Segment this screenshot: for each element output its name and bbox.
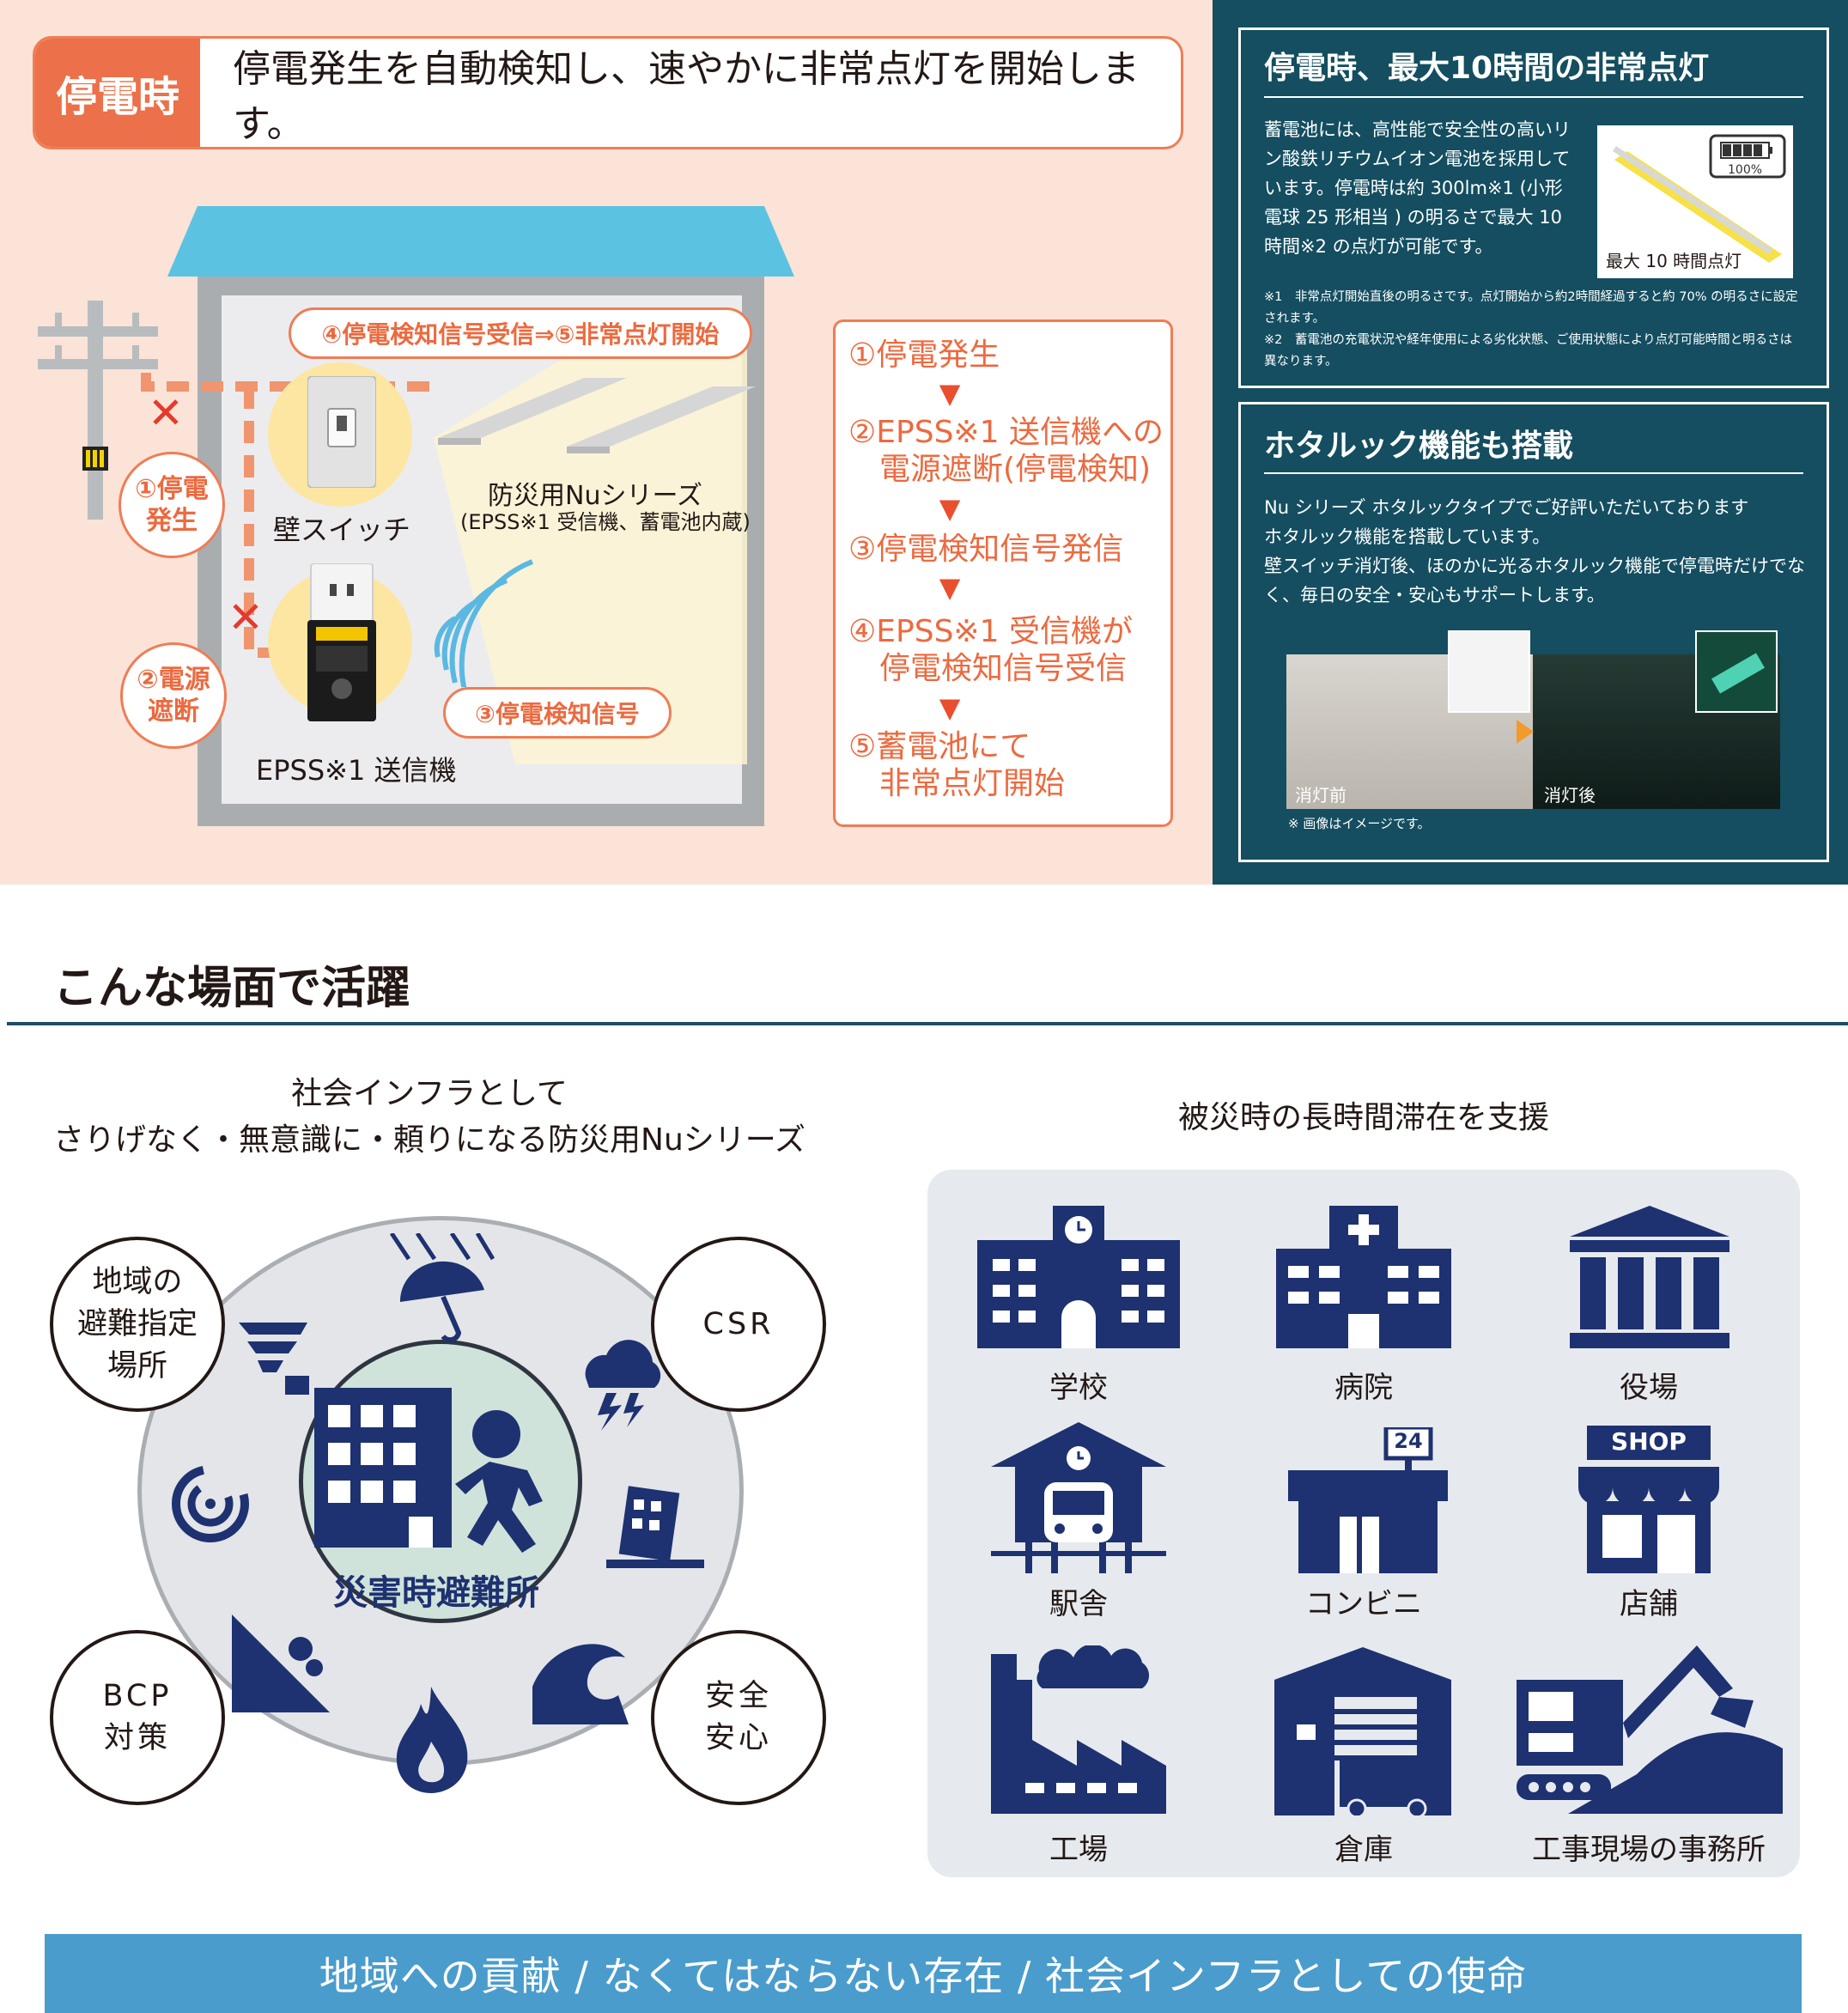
outage-description: 停電発生を自動検知し、速やかに非常点灯を開始します。 xyxy=(233,47,1140,146)
hospital-icon xyxy=(1276,1206,1451,1348)
image-caption: 最大 10 時間点灯 xyxy=(1606,251,1742,271)
epss-transmitter-icon xyxy=(307,563,376,721)
tsunami-icon xyxy=(532,1644,629,1724)
evacuation-site-circle: 地域の 避難指定 場所 xyxy=(50,1237,225,1412)
left-caption: さりげなく・無意識に・頼りになる防災用Nuシリーズ xyxy=(53,1122,805,1158)
flow-step: ④EPSS※1 受信機が 停電検知信号受信 xyxy=(848,614,1133,687)
warehouse-icon xyxy=(1274,1647,1451,1815)
emergency-light-icon xyxy=(1613,134,1786,263)
flow-step: ①停電発生 xyxy=(848,338,1000,373)
section-title: こんな場面で活躍 xyxy=(53,963,411,1014)
cut-x-icon: ✕ xyxy=(228,593,264,642)
utility-pole-icon xyxy=(38,301,158,520)
product-subtitle: (EPSS※1 受信機、蓄電池内蔵) xyxy=(460,510,751,534)
mission-banner: 地域への貢献 / なくてはならない存在 / 社会インフラとしての使命 xyxy=(45,1934,1802,2013)
signal-wave-icon xyxy=(434,559,534,687)
flow-step: ②EPSS※1 送信機への 電源遮断(停電検知) xyxy=(848,415,1164,488)
image-note: ※ 画像はイメージです。 xyxy=(1288,816,1431,831)
emergency-light-image: 100% 最大 10 時間点灯 xyxy=(1597,125,1793,278)
glow-inset-image xyxy=(1695,630,1778,713)
school-icon xyxy=(977,1206,1180,1348)
hotaluck-box xyxy=(1238,402,1829,862)
battery-level: 100% xyxy=(1728,163,1763,177)
flow-step: ⑤蓄電池にて 非常点灯開始 xyxy=(848,729,1066,802)
section-rule xyxy=(7,1022,1848,1025)
flow-arrow-icon: ▼ xyxy=(939,571,961,604)
emergency-lighting-box xyxy=(1238,27,1829,388)
cut-x-icon: ✕ xyxy=(148,388,184,438)
landslide-icon xyxy=(232,1615,330,1712)
facility-label: 駅舎 xyxy=(1049,1587,1108,1621)
facility-label: 店舗 xyxy=(1620,1587,1678,1621)
emergency-title: 停電時、最大10時間の非常点灯 xyxy=(1264,51,1710,86)
building-icon xyxy=(314,1388,452,1548)
product-name: 防災用Nuシリーズ xyxy=(488,481,702,511)
emergency-body: 蓄電池には、高性能で安全性の高いリン酸鉄リチウムイオン電池を採用しています。停電… xyxy=(1264,119,1571,258)
city-hall-icon xyxy=(1570,1206,1729,1348)
typhoon-icon xyxy=(172,1465,249,1542)
hotaluck-title: ホタルック機能も搭載 xyxy=(1264,429,1574,464)
convenience-store-icon xyxy=(1288,1427,1448,1573)
umbrella-rain-icon xyxy=(389,1233,495,1343)
safety-circle: 安全 安心 xyxy=(651,1630,826,1805)
flow-step: ③停電検知信号発信 xyxy=(848,532,1124,567)
facility-label: 工場 xyxy=(1049,1833,1108,1867)
thunderstorm-icon xyxy=(585,1340,661,1431)
transmitter-label: EPSS※1 送信機 xyxy=(256,754,457,787)
receive-signal-label: ④停電検知信号受信⇒⑤非常点灯開始 xyxy=(289,307,752,359)
outage-bubble: ①停電 発生 xyxy=(119,452,225,558)
csr-circle: CSR xyxy=(651,1237,826,1412)
arrow-right-icon xyxy=(1517,720,1534,744)
fire-icon xyxy=(396,1687,468,1793)
footnote: ※1 非常点灯開始直後の明るさです。点灯開始から約2時間経過すると約 70% の… xyxy=(1264,290,1798,325)
hotaluck-body: Nu シリーズ ホタルックタイプでご好評いただいております ホタルック機能を搭載… xyxy=(1264,497,1805,606)
power-cut-bubble: ②電源 遮断 xyxy=(120,642,227,749)
ceiling-light-icon xyxy=(438,378,756,453)
outage-header: 停電時 停電発生を自動検知し、速やかに非常点灯を開始します。 xyxy=(33,36,1183,149)
shop-icon xyxy=(1578,1426,1719,1573)
running-person-icon xyxy=(455,1410,543,1553)
flow-arrow-icon: ▼ xyxy=(939,377,961,410)
left-caption: 社会インフラとして xyxy=(291,1076,568,1111)
divider xyxy=(1264,472,1803,474)
bcp-circle: BCP 対策 xyxy=(50,1630,225,1805)
factory-icon xyxy=(991,1645,1166,1814)
flow-arrow-icon: ▼ xyxy=(939,691,961,724)
center-label: 災害時避難所 xyxy=(333,1573,539,1613)
wiring-lines xyxy=(141,373,429,658)
tornado-icon xyxy=(239,1323,309,1395)
divider xyxy=(1264,96,1803,98)
signal-label: ③停電検知信号 xyxy=(443,687,672,739)
after-label: 消灯後 xyxy=(1544,785,1596,806)
footnote: ※2 蓄電池の充電状況や経年使用による劣化状態、ご使用状態により点灯可能時間と明… xyxy=(1264,333,1793,368)
earthquake-icon xyxy=(606,1486,704,1568)
light-inset-image xyxy=(1448,630,1530,713)
facility-label: 役場 xyxy=(1620,1371,1678,1405)
construction-site-icon xyxy=(1517,1645,1783,1814)
wall-switch-label: 壁スイッチ xyxy=(273,514,411,546)
facility-label: 学校 xyxy=(1049,1371,1108,1405)
store-sign-shop: SHOP xyxy=(1611,1427,1687,1456)
outage-tag: 停電時 xyxy=(35,39,200,147)
station-icon xyxy=(991,1422,1166,1573)
facility-label: コンビニ xyxy=(1305,1587,1422,1621)
process-flow xyxy=(833,319,1173,827)
flow-arrow-icon: ▼ xyxy=(939,492,961,525)
right-caption: 被災時の長時間滞在を支援 xyxy=(1177,1100,1549,1135)
facility-label: 工事現場の事務所 xyxy=(1532,1833,1766,1867)
facility-label: 病院 xyxy=(1334,1371,1393,1405)
before-label: 消灯前 xyxy=(1295,785,1346,806)
wall-switch-icon xyxy=(307,376,376,488)
store-sign-24: 24 xyxy=(1394,1429,1423,1453)
facility-label: 倉庫 xyxy=(1334,1833,1393,1867)
